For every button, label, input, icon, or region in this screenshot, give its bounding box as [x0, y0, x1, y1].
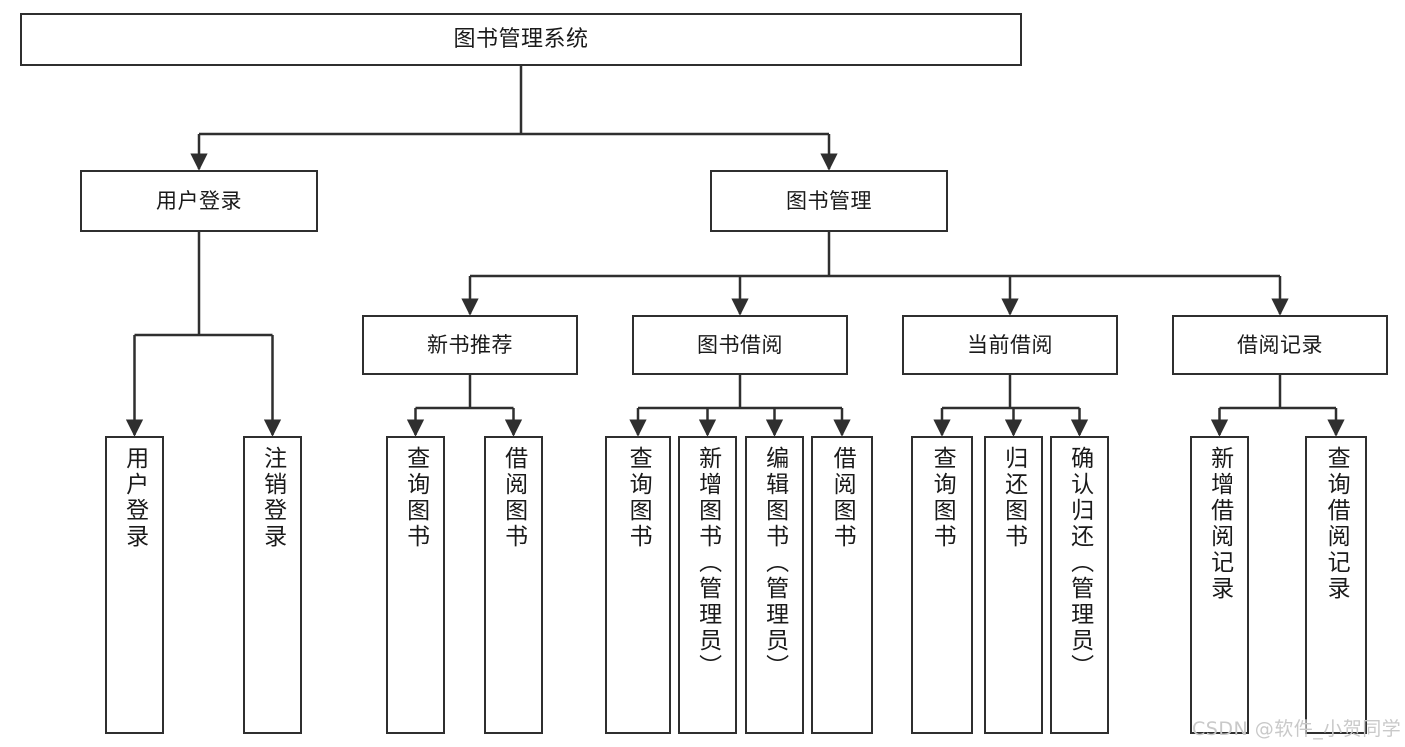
node-label: 借阅图书	[500, 446, 527, 550]
node-label: 当前借阅	[967, 332, 1053, 357]
node-label: 确认归还（管理员）	[1066, 446, 1093, 680]
node-label: 编辑图书（管理员）	[761, 446, 788, 680]
node-label: 借阅记录	[1237, 332, 1323, 357]
node-label: 新增图书（管理员）	[694, 446, 721, 680]
node-label: 用户登录	[156, 188, 242, 213]
node-root[interactable]: 图书管理系统	[20, 13, 1022, 66]
node-label: 查询图书	[402, 446, 429, 550]
node-book-manage[interactable]: 图书管理	[710, 170, 948, 232]
node-label: 新增借阅记录	[1206, 446, 1233, 602]
node-label: 图书管理系统	[453, 26, 589, 52]
node-leaf-add-book[interactable]: 新增图书（管理员）	[678, 436, 737, 734]
node-leaf-user-login[interactable]: 用户登录	[105, 436, 164, 734]
node-leaf-confirm-return[interactable]: 确认归还（管理员）	[1050, 436, 1109, 734]
node-label: 查询借阅记录	[1323, 446, 1350, 602]
node-new-book-recommend[interactable]: 新书推荐	[362, 315, 578, 375]
node-label: 归还图书	[1000, 446, 1027, 550]
node-label: 新书推荐	[427, 332, 513, 357]
node-leaf-logout[interactable]: 注销登录	[243, 436, 302, 734]
node-label: 查询图书	[929, 446, 956, 550]
node-label: 图书管理	[786, 188, 872, 213]
node-leaf-borrow-book-2[interactable]: 借阅图书	[811, 436, 873, 734]
node-user-login[interactable]: 用户登录	[80, 170, 318, 232]
node-leaf-return-book[interactable]: 归还图书	[984, 436, 1043, 734]
node-leaf-query-book-2[interactable]: 查询图书	[605, 436, 671, 734]
node-leaf-query-borrow-record[interactable]: 查询借阅记录	[1305, 436, 1367, 734]
node-label: 借阅图书	[829, 446, 856, 550]
node-label: 注销登录	[259, 446, 286, 550]
node-label: 图书借阅	[697, 332, 783, 357]
node-book-borrow[interactable]: 图书借阅	[632, 315, 848, 375]
node-leaf-edit-book[interactable]: 编辑图书（管理员）	[745, 436, 804, 734]
node-leaf-query-book-1[interactable]: 查询图书	[386, 436, 445, 734]
node-borrow-record[interactable]: 借阅记录	[1172, 315, 1388, 375]
node-label: 用户登录	[121, 446, 148, 550]
node-leaf-add-borrow-record[interactable]: 新增借阅记录	[1190, 436, 1249, 734]
node-leaf-borrow-book-1[interactable]: 借阅图书	[484, 436, 543, 734]
node-leaf-query-book-3[interactable]: 查询图书	[911, 436, 973, 734]
node-current-borrow[interactable]: 当前借阅	[902, 315, 1118, 375]
node-label: 查询图书	[625, 446, 652, 550]
csdn-watermark: CSDN @软件_小贺同学	[1192, 718, 1402, 740]
